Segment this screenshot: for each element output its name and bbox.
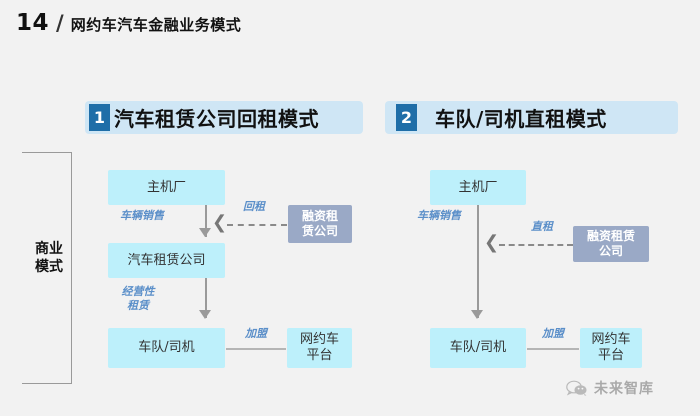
- section-title-2: 车队/司机直租模式: [435, 107, 607, 131]
- flow-arrow-oem-to-leasing: [199, 228, 211, 237]
- section-badge-2: 2: [396, 104, 417, 131]
- flow-line-oem-to-fleet-2: [477, 205, 479, 318]
- node-finance-lease-2: 融资租赁 公司: [573, 226, 649, 262]
- flow-line-leasing-to-fleet: [205, 278, 207, 318]
- flow-line-fleet-to-platform-2: [527, 348, 579, 350]
- connector-leaseback: 回租: [243, 200, 265, 213]
- node-oem-1: 主机厂: [108, 170, 225, 205]
- connector-franchise-2: 加盟: [542, 327, 564, 340]
- wechat-icon: [566, 380, 588, 397]
- flow-arrow-direct-lease: ❮: [484, 232, 500, 253]
- section-header-2: 2 车队/司机直租模式: [385, 101, 678, 134]
- business-model-label: 商业 模式: [35, 241, 63, 275]
- flow-arrow-leaseback: ❮: [212, 212, 228, 233]
- node-leasing-company: 汽车租赁公司: [108, 243, 225, 278]
- watermark-text: 未来智库: [594, 381, 654, 397]
- connector-direct-lease: 直租: [531, 220, 553, 233]
- connector-vehicle-sales-2: 车辆销售: [417, 209, 461, 222]
- node-ride-platform-2: 网约车 平台: [580, 328, 642, 368]
- flow-arrow-oem-to-fleet-2: [471, 310, 483, 319]
- node-oem-2: 主机厂: [430, 170, 526, 205]
- page-header: 14 / 网约车汽车金融业务模式: [16, 10, 241, 36]
- node-fleet-driver-1: 车队/司机: [108, 328, 225, 368]
- node-ride-platform-1: 网约车 平台: [287, 328, 352, 368]
- section-badge-1: 1: [89, 104, 110, 131]
- connector-vehicle-sales-1: 车辆销售: [120, 209, 164, 222]
- connector-operating-lease: 经营性 租赁: [121, 285, 155, 312]
- watermark: 未来智库: [566, 378, 654, 398]
- header-separator: /: [56, 11, 64, 35]
- slide-number: 14: [16, 10, 50, 36]
- node-finance-lease-1: 融资租 赁公司: [288, 205, 352, 243]
- flow-line-oem-to-leasing: [205, 205, 207, 237]
- connector-franchise-1: 加盟: [245, 327, 267, 340]
- page-title: 网约车汽车金融业务模式: [70, 16, 242, 34]
- flow-line-fleet-to-platform-1: [226, 348, 286, 350]
- flow-arrow-leasing-to-fleet: [199, 310, 211, 319]
- section-header-1: 1 汽车租赁公司回租模式: [85, 101, 363, 134]
- flow-dashed-leaseback: [227, 224, 287, 226]
- business-model-bracket: [22, 152, 72, 384]
- flow-dashed-direct-lease: [499, 244, 573, 246]
- node-fleet-driver-2: 车队/司机: [430, 328, 526, 368]
- section-title-1: 汽车租赁公司回租模式: [114, 107, 319, 131]
